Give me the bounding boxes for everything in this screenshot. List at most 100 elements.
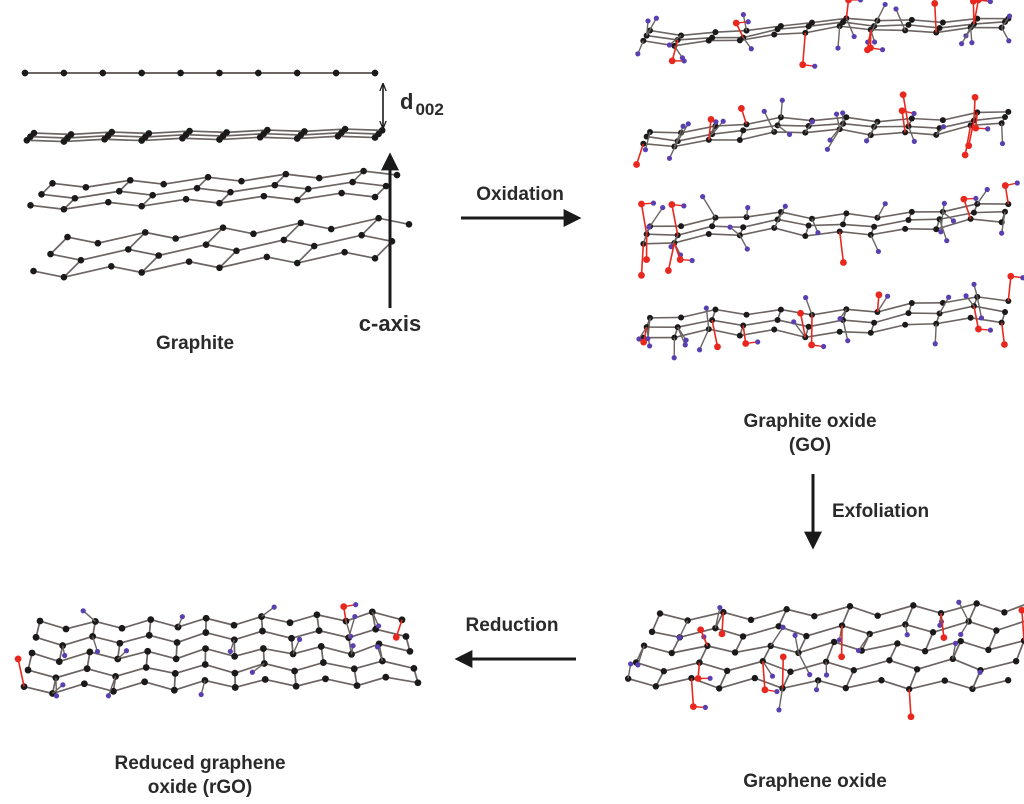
hydrogen-atom [820, 343, 827, 350]
carbon-bond [646, 135, 678, 142]
oxygen-atom [840, 259, 847, 266]
carbon-atom [402, 633, 410, 640]
hydrogen-atom [952, 640, 959, 646]
carbon-atom [259, 645, 267, 652]
carbon-bond [677, 225, 713, 236]
carbon-bond [973, 21, 1006, 25]
hydrogen-atom [973, 195, 979, 202]
h-bond [958, 601, 970, 622]
hydrogen-atom [198, 691, 204, 698]
carbon-bond [680, 31, 716, 37]
carbon-bond [870, 228, 906, 236]
carbon-atom [678, 223, 685, 230]
hydrogen-atom [911, 110, 917, 117]
h-bond [668, 140, 679, 159]
carbon-bond [746, 211, 782, 218]
carbon-bond [145, 133, 187, 138]
carbon-atom [138, 69, 145, 77]
hydrogen-atom [938, 229, 944, 235]
hydrogen-atom [823, 672, 830, 678]
carbon-atom [405, 221, 413, 228]
carbon-atom [929, 629, 937, 636]
carbon-bond [23, 685, 53, 695]
h-bond [938, 296, 950, 314]
carbon-bond [260, 136, 298, 140]
hydrogen-atom [944, 238, 950, 244]
carbon-atom [231, 652, 239, 660]
hydrogen-atom [1006, 13, 1013, 19]
carbon-atom [231, 684, 239, 691]
graphite-oxide-label-line2: (GO) [788, 435, 832, 456]
carbon-atom [709, 223, 716, 230]
carbon-bond [177, 617, 207, 628]
hydrogen-atom [969, 40, 975, 46]
carbon-bond [323, 661, 355, 670]
carbon-bond [873, 219, 909, 228]
h-bond [646, 17, 658, 36]
carbon-bond [940, 602, 977, 615]
carbon-atom [705, 37, 712, 44]
carbon-atom [219, 224, 227, 231]
carbon-atom [280, 236, 288, 244]
carbon-bond [905, 623, 934, 634]
hydrogen-atom [813, 687, 820, 693]
carbon-bond [289, 613, 318, 624]
carbon-atom [874, 612, 881, 619]
carbon-atom [941, 677, 949, 684]
carbon-atom [231, 669, 239, 677]
hydrogen-atom [700, 194, 706, 200]
carbon-bond [646, 34, 678, 41]
carbon-atom [170, 686, 178, 694]
carbon-bond [911, 117, 943, 121]
carbon-bond [805, 230, 840, 237]
carbon-atom [410, 664, 418, 672]
carbon-bond [743, 218, 778, 229]
carbon-atom [660, 668, 667, 675]
carbon-bond [263, 132, 301, 136]
carbon-atom [310, 242, 318, 250]
hydrogen-atom [884, 293, 891, 299]
carbon-bond [643, 142, 675, 148]
carbon-atom [101, 135, 108, 143]
carbon-bond [207, 176, 242, 183]
carbon-bond [806, 624, 843, 637]
carbon-bond [39, 620, 67, 630]
carbon-atom [358, 231, 365, 239]
carbon-bond [677, 319, 713, 328]
hydrogen-atom [53, 693, 60, 699]
hydrogen-atom [958, 631, 964, 638]
carbon-bond [26, 139, 64, 143]
oxygen-bond [973, 97, 976, 121]
carbon-atom [743, 27, 750, 34]
h-bond [778, 688, 784, 711]
carbon-bond [182, 137, 220, 141]
hydrogen-atom [769, 673, 776, 679]
carbon-bond [59, 651, 91, 663]
oxygen-bond [640, 243, 645, 276]
oxygen-atom [864, 46, 871, 54]
carbon-bond [204, 663, 236, 674]
hydrogen-atom [707, 675, 713, 681]
carbon-atom [185, 258, 193, 265]
h-bond [805, 297, 813, 316]
carbon-bond [141, 198, 187, 208]
carbon-bond [715, 123, 747, 127]
oxygen-bond [901, 110, 906, 133]
hydrogen-atom [748, 46, 754, 52]
oxygen-bond [635, 143, 645, 165]
carbon-bond [976, 602, 1005, 614]
carbon-atom [304, 185, 312, 193]
carbon-bond [219, 195, 264, 204]
hydrogen-atom [374, 644, 381, 650]
oxygen-bond [711, 319, 719, 347]
carbon-bond [825, 641, 835, 663]
carbon-atom [142, 664, 150, 671]
carbon-bond [977, 296, 1009, 302]
carbon-atom [24, 666, 32, 674]
hydrogen-atom [628, 661, 634, 667]
carbon-bond [699, 661, 728, 672]
oxygen-bond [838, 231, 845, 263]
carbon-bond [746, 116, 782, 126]
